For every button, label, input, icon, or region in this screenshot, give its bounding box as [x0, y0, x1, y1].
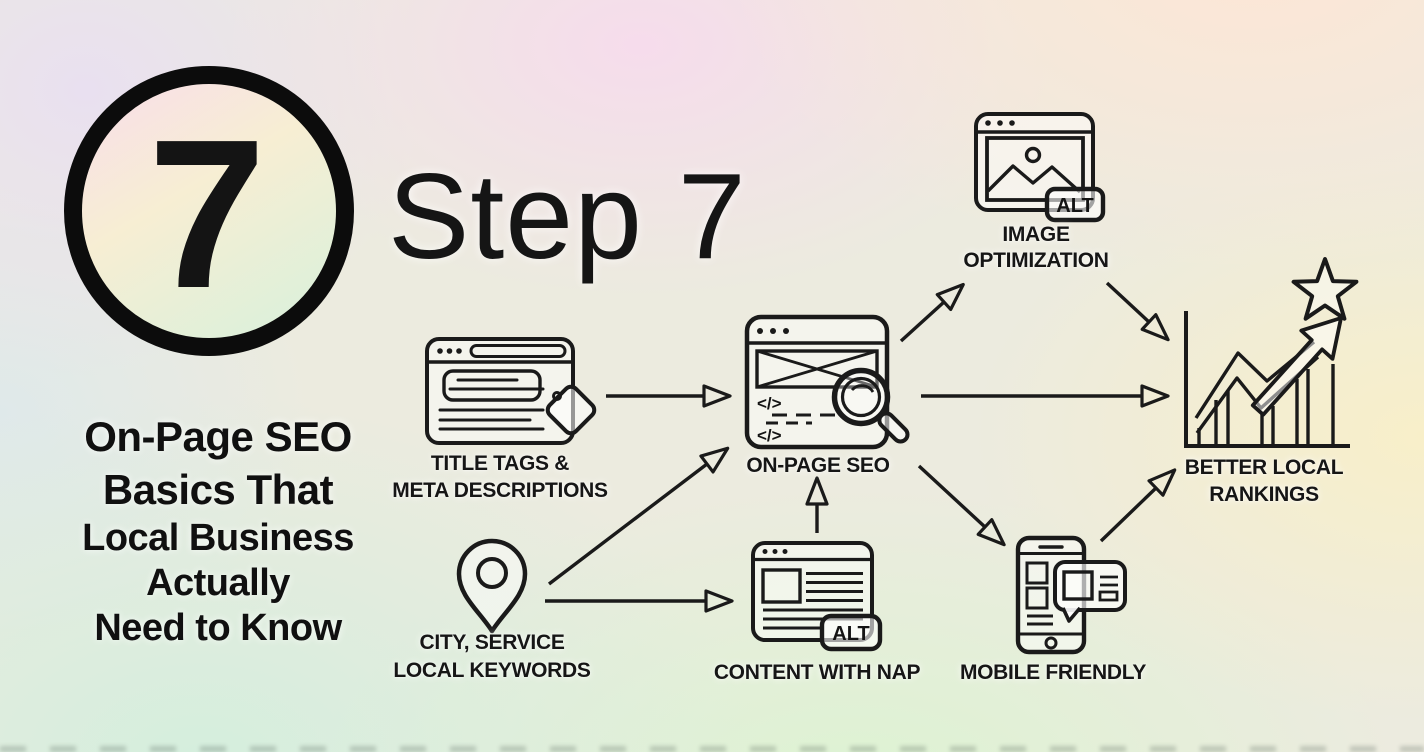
- mobile-friendly-icon: [1015, 535, 1127, 655]
- chart-bars: [1197, 364, 1335, 444]
- label-mobile-friendly: MOBILE FRIENDLY: [959, 661, 1147, 684]
- growth-arrow-icon: [1250, 316, 1343, 417]
- label-image-optimization: IMAGE OPTIMIZATION: [963, 223, 1109, 272]
- browser-dots: [762, 549, 788, 554]
- text-lines: [438, 378, 545, 431]
- content-nap-icon: ALT: [751, 541, 883, 652]
- arrow-onpage-to-mobile: [917, 464, 1006, 547]
- tag-icon: [545, 384, 597, 436]
- headline-line-5: Need to Know: [94, 607, 342, 649]
- label-title-tags: TITLE TAGS & META DESCRIPTIONS: [392, 452, 608, 502]
- browser-dots: [437, 348, 462, 354]
- arrow-keywords-to-onpage: [547, 446, 730, 586]
- title-tags-icon: [425, 337, 597, 445]
- chat-bubble-tail: [1061, 606, 1082, 623]
- chat-bubble-icon: [1053, 560, 1127, 623]
- step-badge: 7: [64, 66, 354, 356]
- step-badge-ring: [64, 66, 354, 356]
- arrow-onpage-to-imageopt: [899, 282, 965, 343]
- headline-line-1: On-Page SEO: [84, 413, 352, 460]
- alt-badge-text: ALT: [832, 623, 869, 645]
- magnifier-icon: [831, 367, 910, 444]
- arrow-imageopt-to-rankings: [1105, 281, 1170, 342]
- browser-dots: [757, 328, 789, 334]
- code-dashed-lines: [766, 413, 838, 425]
- alt-badge-text: ALT: [1056, 195, 1093, 217]
- code-tag-glyph: </>: [757, 426, 782, 445]
- image-placeholder: [755, 349, 879, 389]
- alt-badge: ALT: [819, 613, 883, 652]
- chart-axes: [1184, 311, 1350, 448]
- label-rankings: BETTER LOCAL RANKINGS: [1184, 456, 1344, 506]
- connector-arrows: [545, 281, 1177, 613]
- image-optimization-icon: ALT: [974, 112, 1106, 223]
- headline-line-3: Local Business: [82, 517, 354, 559]
- phone-screen-widgets: [1025, 561, 1053, 626]
- address-bar: [469, 344, 567, 358]
- headline: On-Page SEO Basics That Local Business A…: [28, 410, 408, 651]
- mountains-icon: [986, 164, 1082, 194]
- arrow-mobile-to-rankings: [1099, 468, 1177, 543]
- browser-window: [425, 337, 575, 445]
- phone-home-button: [1044, 636, 1058, 650]
- headline-line-4: Actually: [146, 562, 290, 604]
- rankings-chart-icon: [1184, 257, 1359, 448]
- image-placeholder: [761, 568, 802, 604]
- bottom-edge-artifact: [0, 746, 1424, 752]
- map-pin-icon: [456, 538, 528, 634]
- onpage-seo-icon: </> </>: [744, 314, 910, 450]
- browser-dots: [985, 120, 1015, 126]
- sun-icon: [1024, 146, 1042, 164]
- phone-screen-dividers: [1018, 552, 1084, 636]
- photo-frame: [985, 136, 1085, 202]
- code-tag-glyph: </>: [757, 394, 782, 413]
- label-local-keywords: CITY, SERVICE LOCAL KEYWORDS: [393, 631, 591, 682]
- image-placeholder-cross: [756, 349, 878, 389]
- alt-badge: ALT: [1044, 186, 1106, 223]
- title-block: [442, 369, 542, 402]
- step-badge-number: 7: [148, 95, 266, 332]
- label-onpage-seo: ON-PAGE SEO: [746, 454, 890, 477]
- label-content-nap: CONTENT WITH NAP: [713, 661, 921, 684]
- step-title: Step 7: [388, 148, 747, 284]
- headline-line-2: Basics That: [102, 466, 334, 513]
- text-lines: [763, 572, 863, 630]
- star-icon: [1291, 257, 1359, 321]
